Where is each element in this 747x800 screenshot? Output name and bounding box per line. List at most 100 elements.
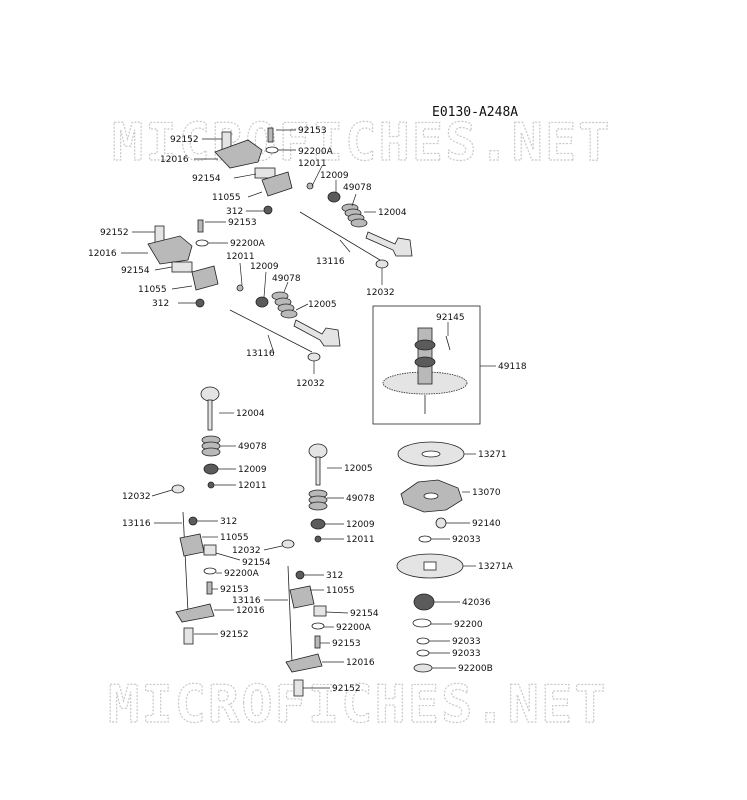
part-label-12009: 12009 [320,171,349,181]
leader-lines [121,129,496,689]
adjust-screw [313,605,327,617]
circlip [418,535,432,543]
part-label-312: 312 [326,571,343,581]
part-label-12009: 12009 [346,520,375,530]
retainer [203,463,219,475]
part-label-12011: 12011 [346,535,375,545]
part-label-49078: 49078 [272,274,301,284]
part-label-12016: 12016 [346,658,375,668]
retainer [327,191,341,203]
part-label-92154: 92154 [350,609,379,619]
part-label-92200A: 92200A [230,239,266,249]
part-label-11055: 11055 [326,586,355,596]
part-label-11055: 11055 [212,193,241,203]
part-label-13116: 13116 [316,257,345,267]
part-label-92200A: 92200A [224,569,260,579]
diagram-code: E0130-A248A [432,105,518,120]
part-label-12004: 12004 [378,208,407,218]
lower-middle-assembly [281,443,328,697]
part-label-12032: 12032 [122,492,151,502]
part-label-92152: 92152 [100,228,129,238]
part-label-49078: 49078 [238,442,267,452]
camshaft-box [372,305,481,425]
retainer [310,518,326,530]
part-label-13116: 13116 [122,519,151,529]
part-label-12005: 12005 [308,300,337,310]
part-label-12011: 12011 [238,481,267,491]
part-label-49078: 49078 [343,183,372,193]
push-rod [287,565,293,663]
rocker-bracket [289,585,315,609]
valve-stem [315,456,321,486]
part-label-92152: 92152 [170,135,199,145]
valve [293,319,341,347]
nut [195,298,205,308]
part-label-12032: 12032 [366,288,395,298]
part-label-92154: 92154 [242,558,271,568]
ball [435,517,447,529]
part-label-12011: 12011 [298,159,327,169]
part-label-92140: 92140 [472,519,501,529]
rocker-arm [214,139,263,169]
adjust-screw [203,544,217,556]
stud [267,127,274,143]
part-label-42036: 42036 [462,598,491,608]
rocker-bracket [191,265,219,291]
part-label-12032: 12032 [232,546,261,556]
ball [306,182,314,190]
valve-spring [341,203,368,228]
part-label-92152: 92152 [220,630,249,640]
part-label-12016: 12016 [160,155,189,165]
push-rod [229,309,313,353]
rocker-arm [285,653,323,673]
part-label-92154: 92154 [192,174,221,184]
lower-left-assembly [171,386,221,645]
part-label-12011: 12011 [226,252,255,262]
upper-assembly-1 [214,127,413,269]
washer-b [413,663,433,673]
part-label-49118: 49118 [498,362,527,372]
part-label-12005: 12005 [344,464,373,474]
valve-spring [271,291,298,319]
push-rod [182,511,189,613]
part-label-11055: 11055 [138,285,167,295]
part-label-12009: 12009 [250,262,279,272]
part-label-12032: 12032 [296,379,325,389]
pivot-bolt [293,679,304,697]
part-label-92033: 92033 [452,649,481,659]
part-label-92152: 92152 [332,684,361,694]
retainer [255,296,269,308]
stud [206,581,213,595]
adjust-screw [171,261,193,273]
valve-head [200,386,220,402]
part-label-92153: 92153 [228,218,257,228]
part-label-92200A: 92200A [298,147,334,157]
part-label-312: 312 [152,299,169,309]
part-label-12004: 12004 [236,409,265,419]
watermark-bottom: MICROFICHES.NET [108,675,608,735]
part-label-12016: 12016 [88,249,117,259]
watermark-top: MICROFICHES.NET [112,113,612,173]
part-label-13271: 13271 [478,450,507,460]
part-label-92153: 92153 [332,639,361,649]
part-label-12016: 12016 [236,606,265,616]
part-label-92200B: 92200B [458,664,493,674]
part-label-13116: 13116 [232,596,261,606]
collet [314,535,322,543]
part-label-92033: 92033 [452,535,481,545]
valve-spring [308,489,328,511]
right-stack [396,441,465,673]
cap [281,539,295,549]
cap [171,484,185,494]
nut [295,570,305,580]
upper-assembly-2 [147,219,341,362]
part-label-312: 312 [220,517,237,527]
adjust-screw [254,167,276,179]
cap [307,352,321,362]
gear-hub [413,593,435,611]
valve [365,231,413,257]
push-rod [299,211,381,261]
part-label-13070: 13070 [472,488,501,498]
part-label-13271A: 13271A [478,562,514,572]
